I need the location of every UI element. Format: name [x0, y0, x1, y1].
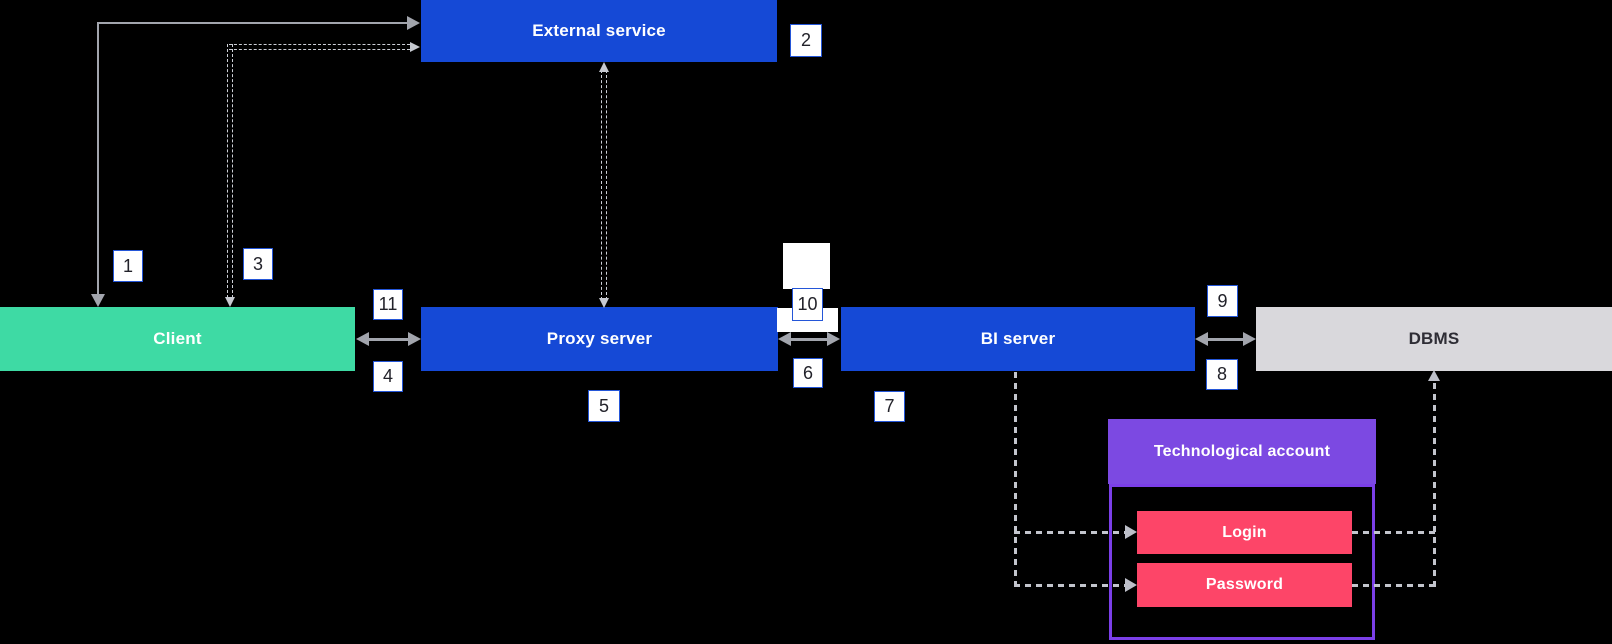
step-marker-7: 7 [874, 391, 905, 422]
external-service-label: External service [532, 21, 666, 40]
arrowhead-left-icon [778, 332, 791, 346]
step-marker-label: 10 [797, 294, 818, 314]
line-segment [227, 44, 233, 298]
line-segment [98, 22, 408, 24]
password-label: Password [1205, 576, 1284, 593]
line-segment [1206, 338, 1246, 341]
arrowhead-right-icon [407, 16, 420, 30]
step-marker-11: 11 [373, 289, 403, 320]
arrowhead-right-icon [410, 42, 420, 52]
arrowhead-right-icon [1125, 578, 1137, 592]
line-segment [97, 22, 99, 296]
line-segment [1352, 531, 1435, 534]
step-marker-label: 3 [252, 253, 263, 274]
arrowhead-up-icon [1428, 370, 1440, 381]
node-client: Client [0, 307, 355, 371]
step-marker-label: 6 [802, 362, 813, 383]
technological-account-label: Technological account [1153, 442, 1331, 460]
arrowhead-right-icon [827, 332, 840, 346]
line-segment [229, 44, 410, 50]
arrowhead-up-icon [599, 62, 609, 72]
step-marker-label: 8 [1216, 364, 1227, 384]
line-segment [789, 338, 830, 341]
step-marker-8: 8 [1206, 359, 1238, 390]
arrowhead-down-icon [91, 294, 105, 307]
node-bi-server: BI server [841, 307, 1195, 371]
technological-account-body [1109, 484, 1375, 640]
node-technological-account-header: Technological account [1108, 419, 1376, 484]
node-proxy-server: Proxy server [421, 307, 778, 371]
line-segment [1433, 381, 1436, 587]
arrowhead-down-icon [599, 298, 609, 308]
step-marker-label: 4 [382, 366, 393, 386]
step-marker-2: 2 [790, 24, 822, 57]
step-marker-6: 6 [793, 358, 823, 388]
node-dbms: DBMS [1256, 307, 1612, 371]
step-marker-label: 2 [800, 30, 811, 50]
proxy-server-label: Proxy server [546, 329, 653, 348]
arrowhead-left-icon [1195, 332, 1208, 346]
step-marker-label: 9 [1217, 290, 1228, 311]
step-marker-5: 5 [588, 390, 620, 422]
step-marker-4: 4 [373, 361, 403, 392]
arrowhead-right-icon [1243, 332, 1256, 346]
step-marker-label: 1 [122, 255, 133, 276]
arrowhead-right-icon [1125, 525, 1137, 539]
arrowhead-down-icon [225, 297, 235, 307]
step-marker-label: 11 [378, 294, 398, 314]
line-segment [1352, 584, 1436, 587]
dbms-label: DBMS [1408, 329, 1460, 348]
line-segment [1014, 531, 1126, 534]
node-password: Password [1137, 563, 1352, 607]
white-rect [783, 243, 830, 289]
step-marker-label: 7 [884, 396, 895, 416]
line-segment [1014, 371, 1017, 587]
bi-server-label: BI server [980, 329, 1056, 348]
step-marker-3: 3 [243, 248, 273, 280]
client-label: Client [153, 329, 202, 348]
line-segment [366, 338, 411, 341]
step-marker-10: 10 [792, 288, 823, 321]
step-marker-1: 1 [113, 250, 143, 282]
line-segment [1014, 584, 1126, 587]
node-external-service: External service [421, 0, 777, 62]
line-segment [601, 70, 607, 300]
step-marker-9: 9 [1207, 285, 1238, 317]
node-login: Login [1137, 511, 1352, 554]
login-label: Login [1222, 523, 1267, 541]
arrowhead-left-icon [356, 332, 369, 346]
step-marker-label: 5 [598, 395, 609, 416]
arrowhead-right-icon [408, 332, 421, 346]
